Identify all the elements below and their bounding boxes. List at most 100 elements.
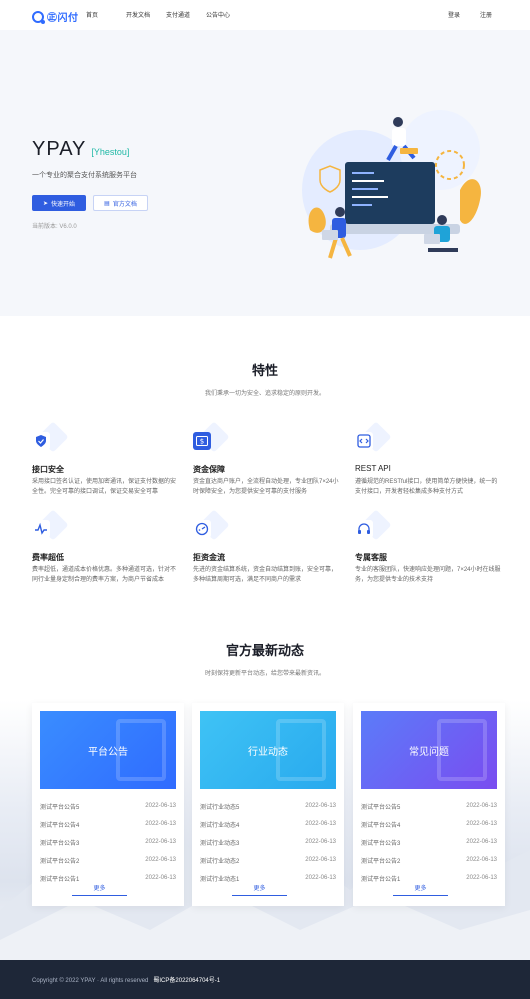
features-title: 特性 [251,363,278,378]
money-icon: $ [193,432,211,450]
card-title: 平台公告 [88,746,128,758]
list-item-title: 测试平台公告5 [40,804,80,811]
card-title: 常见问题 [409,746,449,758]
list-item-date: 2022-06-13 [466,821,497,827]
quick-start-button[interactable]: ➤ 快速开始 [32,195,86,211]
footer: Copyright © 2022 YPAY · All rights reser… [0,960,530,999]
hero-description: 一个专业的聚合支付系统服务平台 [32,172,137,179]
list-item-date: 2022-06-13 [305,821,336,827]
news-list: 测试平台公告5 2022-06-13 测试平台公告4 2022-06-13 测试平台… [361,797,497,887]
list-item-date: 2022-06-13 [466,839,497,845]
feature-title: 专属客服 [355,553,387,562]
list-item-title: 测试平台公告4 [361,822,401,829]
nav-link-home[interactable]: 首页 [86,13,99,19]
list-item[interactable]: 测试平台公告1 2022-06-13 [361,869,497,887]
logo-icon [32,10,45,24]
nav-link-announcements[interactable]: 公告中心 [206,13,231,19]
list-item[interactable]: 测试行业动态2 2022-06-13 [200,851,336,869]
logo[interactable]: ㊣闪付 [32,9,79,24]
list-item-date: 2022-06-13 [145,821,176,827]
list-item[interactable]: 测试平台公告4 2022-06-13 [361,815,497,833]
list-item-title: 测试平台公告3 [361,840,401,847]
logo-text: ㊣闪付 [47,13,79,24]
list-item-title: 测试平台公告1 [40,876,80,883]
list-item-date: 2022-06-13 [466,803,497,809]
features-subtitle: 我们秉承一切为安全、追求稳定的原则开发。 [204,391,325,397]
feature-title: 拒资金流 [193,553,225,562]
docs-label: 官方文档 [112,201,137,208]
list-item-title: 测试平台公告4 [40,822,80,829]
news-list: 测试平台公告5 2022-06-13 测试平台公告4 2022-06-13 测试平台… [40,797,176,887]
more-link[interactable]: 更多 [232,883,287,896]
list-item-title: 测试平台公告1 [361,876,401,883]
list-item-date: 2022-06-13 [466,875,497,881]
feature-title: 接口安全 [32,465,64,474]
headset-icon [355,520,373,538]
list-item[interactable]: 测试行业动态1 2022-06-13 [200,869,336,887]
list-item-title: 测试平台公告5 [361,804,401,811]
top-nav: ㊣闪付 首页 开发文档 支付通道 公告中心 登录 注册 [0,0,530,30]
list-item[interactable]: 测试平台公告2 2022-06-13 [361,851,497,869]
hero-title-text: YPAY [32,138,87,160]
icp-link[interactable]: 蜀ICP备2022064704号-1 [153,978,221,984]
list-item-title: 测试行业动态3 [200,840,240,847]
list-item-title: 测试行业动态5 [200,804,240,811]
list-item[interactable]: 测试平台公告5 2022-06-13 [361,797,497,815]
rocket-icon: ➤ [42,200,48,207]
feature-title: 费率超低 [32,553,64,562]
feature-desc: 先进的资金结算系统，资金自动结算到账，安全可靠，多种结算周期可选，满足不同商户的… [193,567,338,583]
pulse-icon [32,520,50,538]
footer-text: Copyright © 2022 YPAY · All rights reser… [32,975,220,984]
list-item[interactable]: 测试平台公告3 2022-06-13 [361,833,497,851]
feature-desc: 资金直达商户账户，全流程自动处理，专业团队7×24小时保障安全，为您提供安全可靠… [193,479,339,495]
list-item-date: 2022-06-13 [305,875,336,881]
news-title: 官方最新动态 [225,643,304,658]
card-header[interactable]: 常见问题 [361,711,497,789]
list-item[interactable]: 测试行业动态4 2022-06-13 [200,815,336,833]
list-item[interactable]: 测试平台公告5 2022-06-13 [40,797,176,815]
list-item-title: 测试平台公告2 [40,858,80,865]
list-item-title: 测试行业动态2 [200,858,240,865]
list-item-title: 测试平台公告2 [361,858,401,865]
list-item-date: 2022-06-13 [145,839,176,845]
card-header[interactable]: 行业动态 [200,711,336,789]
card-title: 行业动态 [248,746,288,758]
feature-title: 资金保障 [193,465,225,474]
list-item-date: 2022-06-13 [305,803,336,809]
version-text: 当前版本: V6.0.0 [32,224,77,230]
nav-link-channels[interactable]: 支付通道 [166,13,191,19]
list-item[interactable]: 测试行业动态5 2022-06-13 [200,797,336,815]
list-item-title: 测试行业动态1 [200,876,240,883]
login-link[interactable]: 登录 [447,13,460,19]
card-header[interactable]: 平台公告 [40,711,176,789]
hero-illustration [302,110,481,259]
list-item-date: 2022-06-13 [305,857,336,863]
list-item[interactable]: 测试平台公告4 2022-06-13 [40,815,176,833]
nav-links: 首页 开发文档 支付通道 公告中心 [86,10,246,19]
register-link[interactable]: 注册 [479,13,492,19]
nav-auth: 登录 注册 [448,10,492,19]
more-link[interactable]: 更多 [393,883,448,896]
more-link[interactable]: 更多 [72,883,127,896]
feature-desc: 遵循规范的RESTful接口，使用简单方便快捷，统一的支付接口，开发者轻松集成多… [355,479,498,495]
book-icon: ▤ [104,200,110,207]
shield-icon [32,432,50,450]
nav-link-docs[interactable]: 开发文档 [126,13,151,19]
docs-button[interactable]: ▤ 官方文档 [93,195,148,211]
gauge-icon [193,520,211,538]
feature-desc: 采用接口签名认证，使用加密通讯，保证支付数据的安全性。完全可靠的接口调试，保证交… [32,479,177,495]
list-item-date: 2022-06-13 [466,857,497,863]
list-item-date: 2022-06-13 [145,803,176,809]
feature-desc: 专业的客服团队，快速响应处理问题，7×24小时在线服务，为您提供专业的技术支持 [355,567,501,583]
news-card-faq: 常见问题 测试平台公告5 2022-06-13 测试平台公告4 2022-06-13… [353,703,505,906]
news-subtitle: 时刻保持更新平台动态，给您带来最新资讯。 [204,671,325,677]
list-item-title: 测试平台公告3 [40,840,80,847]
list-item[interactable]: 测试平台公告3 2022-06-13 [40,833,176,851]
news-card-announcements: 平台公告 测试平台公告5 2022-06-13 测试平台公告4 2022-06-13… [32,703,184,906]
copyright-text: Copyright © 2022 YPAY · All rights reser… [32,978,149,984]
hero-section: YPAY [Yhestou] 一个专业的聚合支付系统服务平台 ➤ 快速开始 ▤ … [0,30,530,316]
list-item-title: 测试行业动态4 [200,822,240,829]
